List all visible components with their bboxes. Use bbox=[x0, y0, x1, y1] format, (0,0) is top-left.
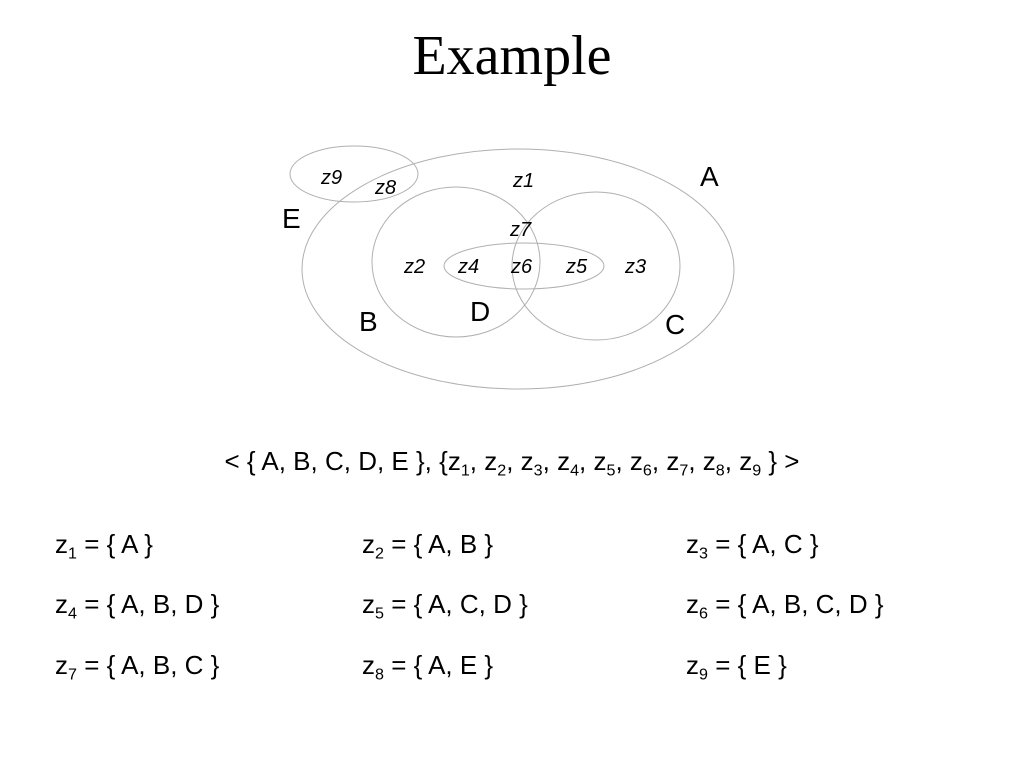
set-b-curve bbox=[371, 186, 541, 338]
set-c-curve bbox=[511, 191, 681, 341]
zone-label-z2: z2 bbox=[403, 256, 425, 278]
tuple-zone-4: z4 bbox=[557, 446, 580, 480]
set-label-e: E bbox=[282, 203, 301, 234]
set-label-d: D bbox=[470, 296, 490, 327]
tuple-close: } > bbox=[761, 446, 800, 476]
tuple-zone-5: z5 bbox=[593, 446, 616, 480]
tuple-zone-2: z2 bbox=[484, 446, 507, 480]
zone-definition-z3: z3 = { A, C } bbox=[686, 529, 819, 563]
tuple-zone-8: z8 bbox=[702, 446, 725, 480]
tuple-zone-7: z7 bbox=[666, 446, 689, 480]
tuple-zone-6: z6 bbox=[629, 446, 652, 480]
tuple-zone-9: z9 bbox=[739, 446, 762, 480]
zone-label-z6: z6 bbox=[510, 256, 533, 278]
set-e-curve bbox=[289, 145, 419, 203]
set-label-c: C bbox=[665, 309, 685, 340]
euler-diagram: A E D B C z9 z8 z1 z7 z2 z4 z6 z5 z3 bbox=[282, 145, 735, 390]
zone-definition-z5: z5 = { A, C, D } bbox=[362, 589, 528, 623]
zone-label-z1: z1 bbox=[512, 170, 534, 192]
set-label-a: A bbox=[700, 161, 719, 192]
zone-label-z3: z3 bbox=[624, 256, 646, 278]
set-a-curve bbox=[301, 148, 735, 390]
zone-definition-z7: z7 = { A, B, C } bbox=[55, 650, 220, 684]
zone-definition-z9: z9 = { E } bbox=[686, 650, 787, 684]
diagram-tuple: < { A, B, C, D, E }, {z1, z2, z3, z4, z5… bbox=[224, 446, 800, 480]
zone-label-z7: z7 bbox=[509, 219, 532, 241]
zone-label-z8: z8 bbox=[374, 177, 396, 199]
set-label-b: B bbox=[359, 306, 378, 337]
tuple-zone-1: z1 bbox=[447, 446, 470, 480]
set-d-curve bbox=[443, 242, 605, 290]
zone-definition-z4: z4 = { A, B, D } bbox=[55, 589, 220, 623]
zone-label-z5: z5 bbox=[565, 256, 588, 278]
page-title: Example bbox=[412, 25, 612, 87]
zone-label-z4: z4 bbox=[457, 256, 479, 278]
zone-definition-z6: z6 = { A, B, C, D } bbox=[686, 589, 884, 623]
zone-definition-z2: z2 = { A, B } bbox=[362, 529, 494, 563]
zone-definition-z1: z1 = { A } bbox=[55, 529, 153, 563]
tuple-zone-3: z3 bbox=[520, 446, 543, 480]
zone-definition-z8: z8 = { A, E } bbox=[362, 650, 494, 684]
tuple-open: < { A, B, C, D, E }, { bbox=[224, 446, 448, 476]
zone-label-z9: z9 bbox=[320, 167, 342, 189]
set-curves bbox=[289, 145, 735, 390]
